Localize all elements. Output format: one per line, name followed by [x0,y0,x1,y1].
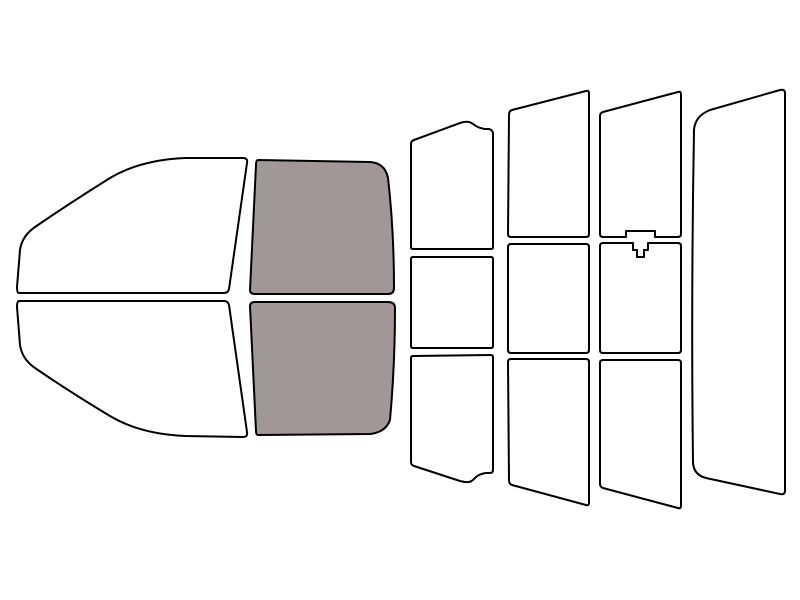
rear-quarter-middle-pane[interactable] [507,243,590,354]
front-windshield-lower-pane[interactable] [16,300,249,438]
rear-quarter-lower-pane[interactable] [507,358,590,507]
back-glass-lower-pane[interactable] [599,359,682,510]
front-door-upper-pane[interactable] [249,159,395,295]
rear-door-middle-pane[interactable] [410,256,494,349]
rear-door-lower-pane[interactable] [410,354,494,484]
back-glass-tall-pane[interactable] [691,88,786,496]
rear-door-upper-pane[interactable] [410,120,494,250]
rear-quarter-upper-pane[interactable] [507,89,590,238]
front-windshield-upper-pane[interactable] [16,157,249,294]
back-glass-upper-pane[interactable] [599,90,682,238]
front-door-lower-pane[interactable] [249,301,396,436]
back-glass-middle-pane[interactable] [599,242,682,354]
